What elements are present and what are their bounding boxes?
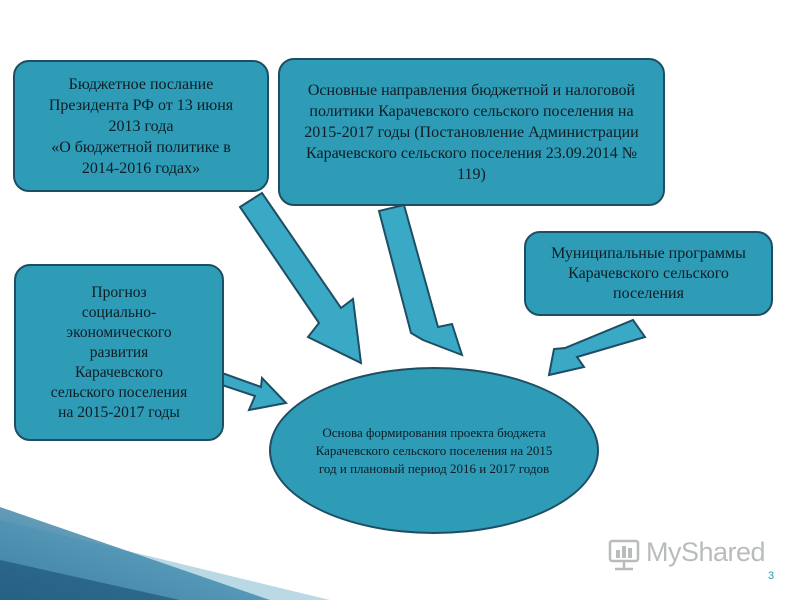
node-text: «О бюджетной политике в: [51, 138, 231, 156]
node-text: Основные направления бюджетной и налогов…: [307, 81, 636, 99]
page-number: 3: [768, 570, 775, 582]
node-text: поселения: [613, 284, 684, 302]
node-text: Прогноз: [91, 283, 147, 301]
node-text: Карачевского сельского: [568, 264, 729, 282]
arrow-budget-message: [238, 191, 363, 365]
watermark-text: MyShared: [646, 537, 766, 567]
node-text: на 2015-2017 годы: [58, 403, 180, 421]
node-text: Карачевского сельского поселения 23.09.2…: [306, 144, 637, 162]
node-text: Основа формирования: [322, 424, 448, 440]
node-text: период 2016 и 2017 годов: [407, 460, 550, 476]
arrow-municipal-programs: [547, 318, 647, 377]
node-text: социально-: [81, 303, 157, 321]
node-text: проекта бюджета: [450, 424, 546, 440]
node-text: Карачевского сельского: [315, 442, 447, 458]
node-text: 119): [457, 165, 486, 183]
node-text: 2013 года: [108, 117, 174, 135]
node-text: политики Карачевского сельского поселени…: [309, 102, 634, 120]
node-text: 2015-2017 годы (Постановление Администра…: [304, 123, 639, 141]
myshared-logo-icon: [608, 539, 640, 571]
node-budget-message: Бюджетное послание Президента РФ от 13 и…: [13, 60, 269, 192]
node-text: Президента РФ от 13 июня: [48, 96, 234, 114]
node-text: экономического: [66, 323, 172, 341]
node-text: Муниципальные программы: [551, 244, 746, 262]
node-main-directions: Основные направления бюджетной и налогов…: [278, 58, 665, 206]
node-text: Бюджетное послание: [68, 75, 214, 93]
node-text: развития: [89, 343, 149, 361]
arrow-main-directions: [377, 203, 464, 357]
node-forecast: Прогноз социально- экономического развит…: [14, 264, 224, 441]
node-center-budget-basis: Основа формирования проекта бюджета Кара…: [269, 367, 599, 534]
node-text: поселения на 2015 год и плановый: [318, 442, 553, 476]
node-text: Карачевского: [74, 363, 164, 381]
node-text: 2014-2016 годах»: [81, 159, 201, 177]
node-municipal-programs: Муниципальные программы Карачевского сел…: [524, 231, 773, 316]
node-text: сельского поселения: [50, 383, 188, 401]
